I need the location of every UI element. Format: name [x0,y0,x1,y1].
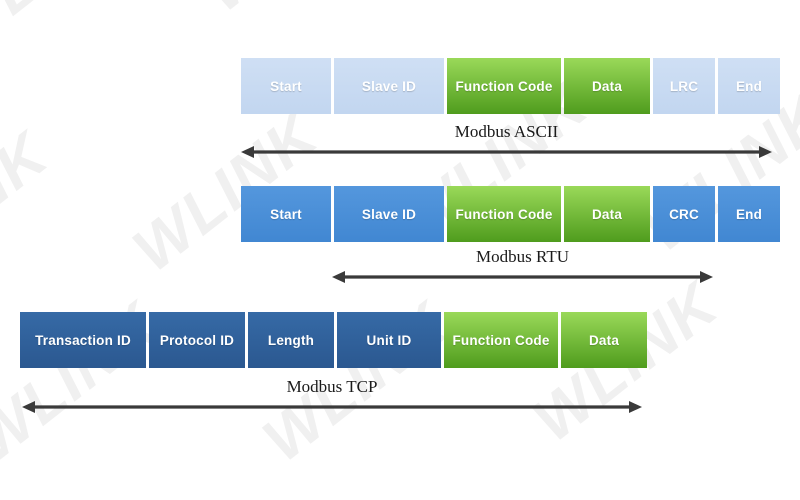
field-function-code[interactable]: Function Code [444,312,558,368]
field-data[interactable]: Data [564,186,650,242]
span-arrow-modbus-rtu [332,271,713,283]
field-end[interactable]: End [718,186,780,242]
caption-modbus-tcp: Modbus TCP [286,377,378,396]
span-arrow-modbus-tcp [22,401,642,413]
caption-modbus-ascii: Modbus ASCII [454,122,559,141]
frame-row-modbus-rtu: Start Slave ID Function Code Data CRC En… [241,186,780,242]
field-lrc[interactable]: LRC [653,58,715,114]
field-start[interactable]: Start [241,58,331,114]
field-unit-id[interactable]: Unit ID [337,312,441,368]
field-function-code[interactable]: Function Code [447,58,561,114]
field-function-code[interactable]: Function Code [447,186,561,242]
field-start[interactable]: Start [241,186,331,242]
measure-modbus-tcp: Modbus TCP [22,377,642,414]
measure-modbus-rtu: Modbus RTU [332,247,713,284]
caption-modbus-rtu: Modbus RTU [476,247,569,266]
frame-row-modbus-tcp: Transaction ID Protocol ID Length Unit I… [20,312,647,368]
measure-modbus-ascii: Modbus ASCII [241,122,772,159]
field-slave-id[interactable]: Slave ID [334,58,444,114]
frame-row-modbus-ascii: Start Slave ID Function Code Data LRC En… [241,58,780,114]
field-protocol-id[interactable]: Protocol ID [149,312,245,368]
field-transaction-id[interactable]: Transaction ID [20,312,146,368]
field-slave-id[interactable]: Slave ID [334,186,444,242]
field-data[interactable]: Data [561,312,647,368]
field-end[interactable]: End [718,58,780,114]
field-data[interactable]: Data [564,58,650,114]
field-crc[interactable]: CRC [653,186,715,242]
span-arrow-modbus-ascii [241,146,772,158]
field-length[interactable]: Length [248,312,334,368]
